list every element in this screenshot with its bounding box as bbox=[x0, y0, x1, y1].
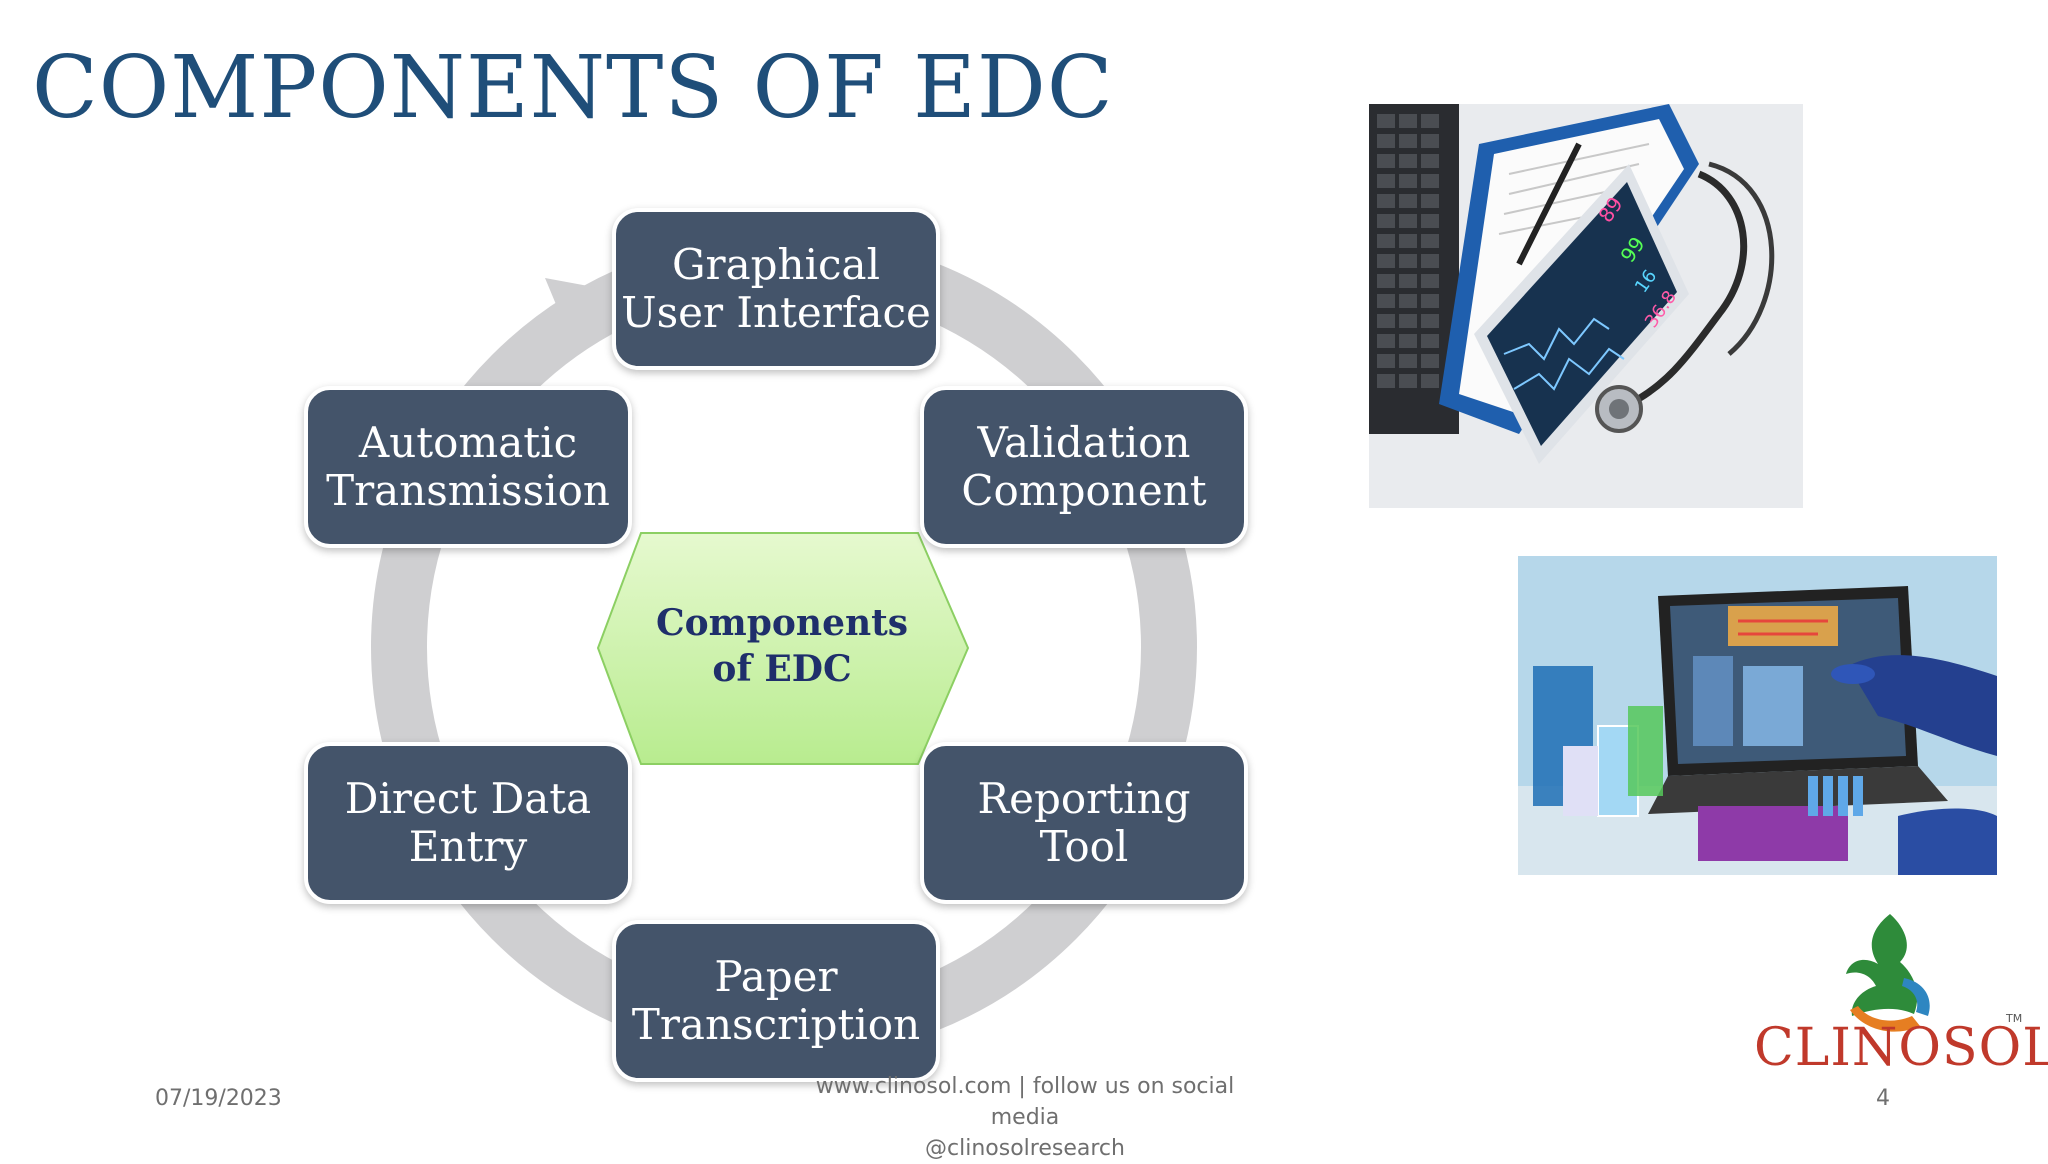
center-label: Components of EDC bbox=[655, 602, 909, 690]
node-paper-transcription: Paper Transcription bbox=[612, 920, 940, 1082]
node-label: Validation Component bbox=[961, 418, 1207, 515]
cycle-arrow-head bbox=[545, 278, 610, 350]
slide-title: COMPONENTS OF EDC bbox=[32, 38, 1114, 138]
node-automatic-transmission: Automatic Transmission bbox=[304, 386, 632, 548]
node-label: Paper Transcription bbox=[631, 952, 921, 1049]
node-label: Direct Data Entry bbox=[344, 774, 592, 871]
logo-trademark: TM bbox=[2006, 1012, 2023, 1025]
footer-website-line: www.clinosol.com | follow us on social m… bbox=[815, 1074, 1235, 1130]
node-direct-data-entry: Direct Data Entry bbox=[304, 742, 632, 904]
node-label: Reporting Tool bbox=[977, 774, 1191, 871]
footer-date: 07/19/2023 bbox=[155, 1086, 282, 1111]
footer-social: www.clinosol.com | follow us on social m… bbox=[780, 1071, 1270, 1164]
node-graphical-user-interface: Graphical User Interface bbox=[612, 208, 940, 370]
logo-wordmark: CLINOSOL bbox=[1754, 1018, 2048, 1078]
photo-tablet-vitals: 89 99 16 36.8 bbox=[1369, 104, 1803, 508]
footer-handle-line: @clinosolresearch bbox=[925, 1136, 1125, 1161]
node-validation-component: Validation Component bbox=[920, 386, 1248, 548]
photo-laboratory bbox=[1518, 556, 1997, 875]
node-label: Graphical User Interface bbox=[621, 240, 931, 337]
page-number: 4 bbox=[1876, 1086, 1890, 1111]
center-hexagon bbox=[596, 532, 970, 765]
clinosol-logo: CLINOSOL TM bbox=[1754, 906, 2048, 1078]
node-reporting-tool: Reporting Tool bbox=[920, 742, 1248, 904]
node-label: Automatic Transmission bbox=[326, 418, 610, 515]
